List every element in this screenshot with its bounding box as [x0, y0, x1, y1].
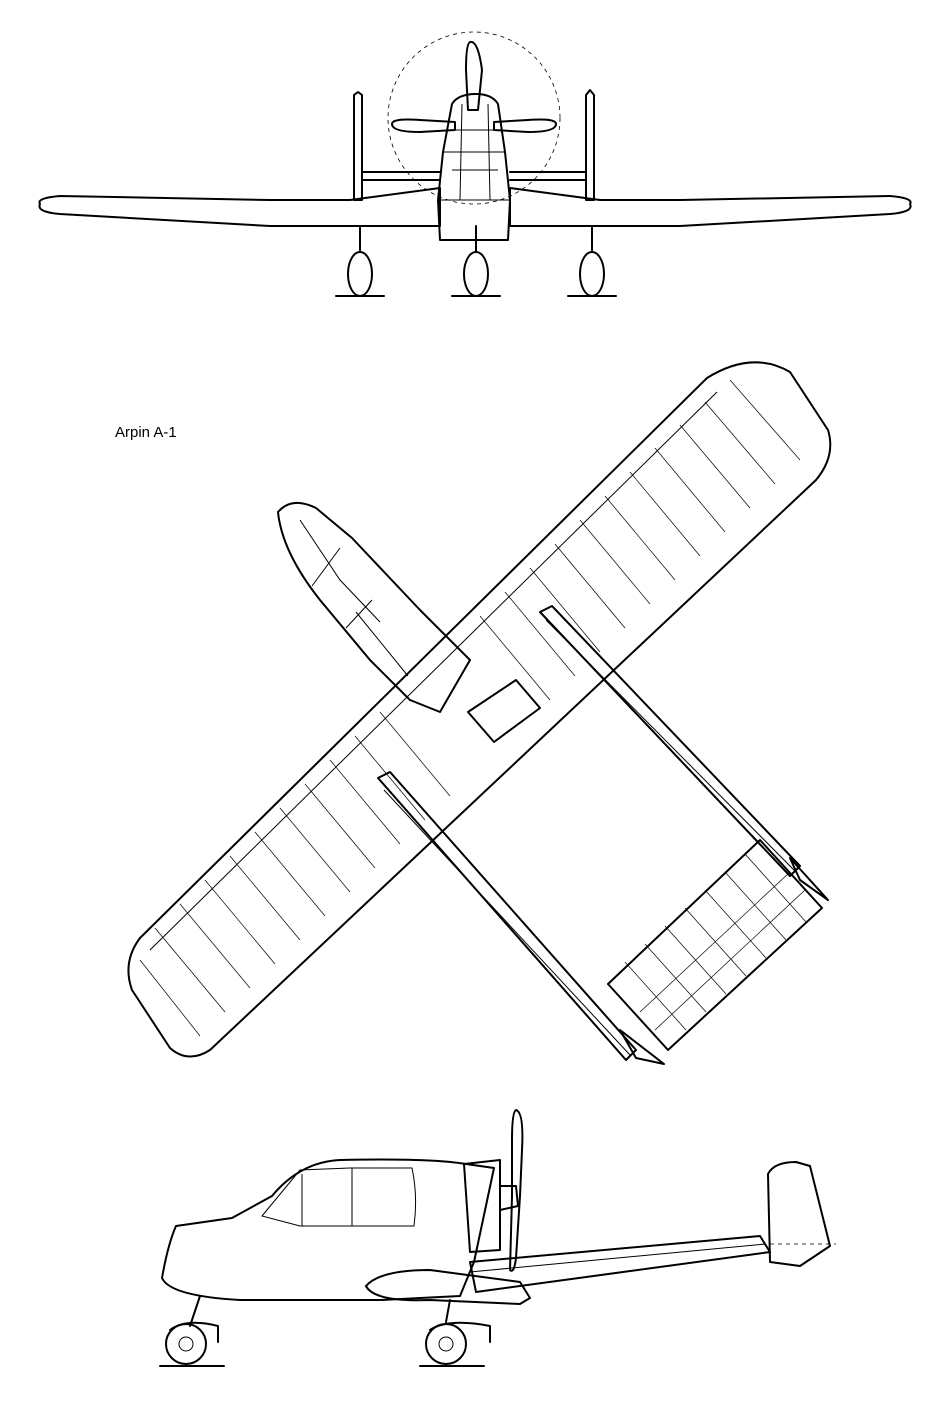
plan-wing-spar-line — [149, 391, 718, 951]
side-canopy — [261, 1167, 417, 1227]
front-wing-left — [38, 187, 441, 227]
front-wing-right — [509, 187, 912, 227]
side-boom-line — [469, 1243, 767, 1273]
front-view — [38, 31, 912, 297]
drawing-title: Arpin A-1 — [115, 424, 177, 441]
side-wing-section — [365, 1269, 531, 1305]
plan-cabin-frame — [299, 519, 409, 677]
plan-boom-right-line — [545, 619, 796, 872]
side-fuselage — [161, 1158, 495, 1301]
plan-wing — [127, 361, 832, 1058]
front-fuselage-detail — [438, 103, 510, 201]
propeller-blade-left — [391, 118, 456, 133]
side-landing-gear — [159, 1295, 491, 1367]
propeller-blade-top — [465, 40, 483, 111]
plan-tailplane-ribs — [624, 853, 807, 1031]
front-fin-right — [585, 89, 595, 201]
plan-fin-right — [789, 857, 829, 901]
plan-boom-right — [539, 605, 801, 877]
front-fuselage — [437, 93, 511, 241]
side-propeller — [509, 1109, 524, 1272]
plan-wing-ribs — [139, 379, 801, 1037]
plan-fin-left — [619, 1029, 665, 1065]
side-window-frames — [301, 1168, 353, 1226]
plan-engine — [467, 679, 541, 743]
front-tailplane — [361, 171, 587, 181]
plan-boom-left — [377, 771, 637, 1061]
plan-boom-left-line — [383, 789, 631, 1056]
propeller-disc — [387, 31, 561, 205]
side-engine — [463, 1159, 501, 1253]
propeller-blade-right — [493, 118, 557, 133]
side-spinner — [499, 1185, 519, 1211]
plan-cabin — [277, 501, 471, 713]
side-fin — [767, 1161, 831, 1267]
front-fin-left — [353, 91, 363, 201]
plan-tailplane — [607, 839, 823, 1051]
front-landing-gear — [335, 225, 617, 297]
plan-view — [127, 361, 832, 1065]
side-view — [159, 1109, 836, 1367]
